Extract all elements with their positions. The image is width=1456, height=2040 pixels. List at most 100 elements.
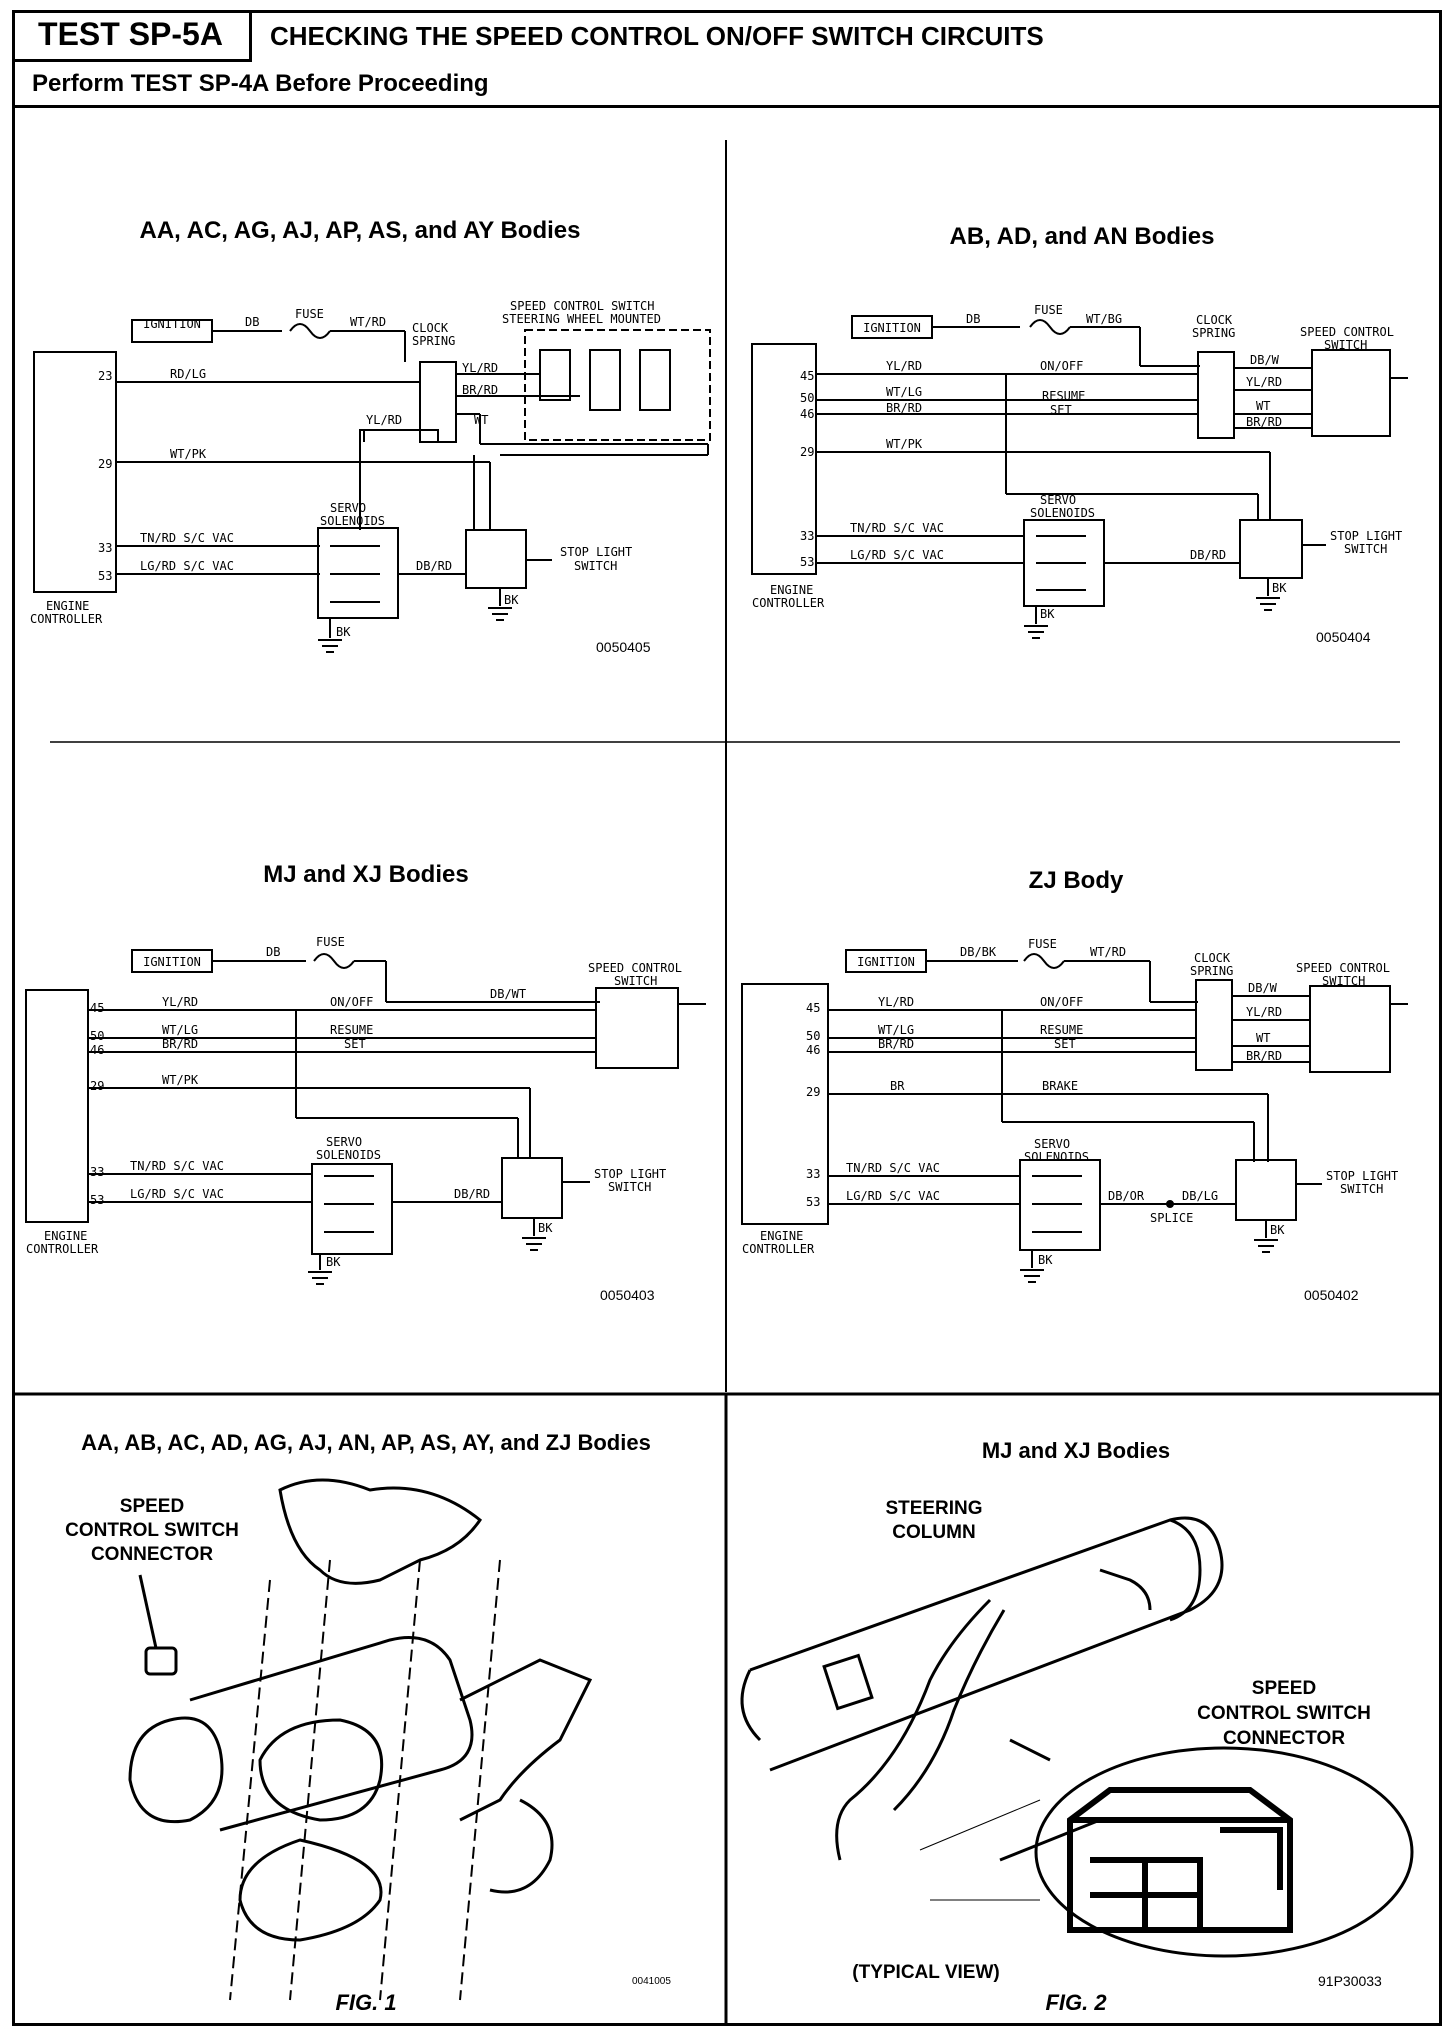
wire-label: BR/RD	[1246, 1049, 1282, 1063]
callout-label: CONTROL SWITCH	[1197, 1703, 1371, 1724]
ground-label: BK	[1040, 607, 1055, 621]
engine-controller-label: ENGINE	[44, 1229, 87, 1243]
wire-label: YL/RD	[1246, 375, 1282, 389]
wire-label: LG/RD S/C VAC	[130, 1187, 224, 1201]
steering-column-illustration	[740, 1516, 1224, 1862]
ignition-label: IGNITION	[143, 317, 201, 331]
wire-label: RD/LG	[170, 367, 206, 381]
engine-controller-label: CONTROLLER	[26, 1242, 99, 1256]
wire-label: LG/RD S/C VAC	[850, 548, 944, 562]
wire-label: WT	[1256, 1031, 1270, 1045]
diagram-title: ZJ Body	[1029, 867, 1124, 894]
connector-icon	[1067, 1787, 1293, 1933]
wire-label: DB/RD	[416, 559, 452, 573]
ground-label: BK	[1270, 1223, 1285, 1237]
wire-label: WT/PK	[162, 1073, 199, 1087]
clock-spring-label: CLOCK	[412, 321, 449, 335]
pin-number: 53	[806, 1195, 820, 1209]
switch-label: SWITCH	[1324, 338, 1367, 352]
wire-label: DB/RD	[1190, 548, 1226, 562]
callout-label: STEERING	[885, 1498, 982, 1519]
engine-controller-label: CONTROLLER	[30, 612, 103, 626]
ground-label: BK	[1038, 1253, 1053, 1267]
wire-label: WT/BG	[1086, 312, 1122, 326]
engine-controller-box	[33, 351, 117, 593]
wire-label: YL/RD	[462, 361, 498, 375]
clock-spring-box	[1195, 979, 1233, 1071]
pin-number: 50	[806, 1029, 820, 1043]
wire-label: WT	[1256, 399, 1270, 413]
pin-number: 50	[800, 391, 814, 405]
typical-view-label: (TYPICAL VIEW)	[852, 1962, 999, 1983]
pin-number: 53	[98, 569, 112, 583]
wire-label: DB/W	[1248, 981, 1278, 995]
wire-label: WT/LG	[162, 1023, 198, 1037]
wire-label: DB	[966, 312, 980, 326]
servo-label: SERVO	[1040, 493, 1076, 507]
servo-label: SOLENOIDS	[1030, 506, 1095, 520]
diagram-ref: 0050404	[1316, 629, 1371, 645]
diagram-ref: 0050405	[596, 639, 651, 655]
clock-spring-label: SPRING	[1192, 326, 1235, 340]
wire-label: RESUME	[1040, 1023, 1083, 1037]
wire-label: WT/RD	[1090, 945, 1126, 959]
engine-controller-box	[741, 983, 829, 1225]
callout-label: SPEED	[1252, 1678, 1316, 1699]
wire-label: YL/RD	[1246, 1005, 1282, 1019]
connector-detail-circle	[1034, 1746, 1414, 1958]
wire-label: ON/OFF	[1040, 995, 1083, 1009]
ground-label: BK	[1272, 581, 1287, 595]
switch-label: SPEED CONTROL	[1300, 325, 1394, 339]
diagram-zj: ZJ Body	[741, 867, 1408, 1303]
servo-label: SERVO	[330, 501, 366, 515]
wire-label: DB/BK	[960, 945, 997, 959]
engine-controller-label: ENGINE	[760, 1229, 803, 1243]
figure-caption: FIG. 1	[335, 1990, 396, 2015]
wire-label: TN/RD S/C VAC	[850, 521, 944, 535]
figure-caption: FIG. 2	[1045, 1990, 1107, 2015]
leader-line	[919, 1799, 1041, 1851]
wire-label: SET	[1050, 403, 1072, 417]
callout-label: CONTROL SWITCH	[65, 1520, 239, 1541]
pin-number: 29	[800, 445, 814, 459]
wire-label: LG/RD S/C VAC	[846, 1189, 940, 1203]
wire-label: WT/LG	[886, 385, 922, 399]
pin-number: 50	[90, 1029, 104, 1043]
speed-control-switch-box	[1309, 985, 1391, 1073]
wire-label: BRAKE	[1042, 1079, 1078, 1093]
wire-label: BR	[890, 1079, 905, 1093]
engine-controller-label: CONTROLLER	[752, 596, 825, 610]
wire-label: RESUME	[330, 1023, 373, 1037]
wire-label: BR/RD	[878, 1037, 914, 1051]
clock-spring-box	[1197, 351, 1235, 439]
pin-number: 33	[800, 529, 814, 543]
servo-solenoids-box	[311, 1163, 393, 1255]
ground-label: BK	[504, 593, 519, 607]
stop-light-switch-box	[1235, 1159, 1297, 1221]
stop-light-label: STOP LIGHT	[594, 1167, 666, 1181]
servo-label: SOLENOIDS	[1024, 1150, 1089, 1164]
clock-spring-label: CLOCK	[1196, 313, 1233, 327]
servo-label: SOLENOIDS	[320, 514, 385, 528]
pin-number: 53	[800, 555, 814, 569]
engine-controller-label: ENGINE	[46, 599, 89, 613]
wire-label: TN/RD S/C VAC	[130, 1159, 224, 1173]
servo-label: SERVO	[1034, 1137, 1070, 1151]
engine-controller-box	[25, 989, 89, 1223]
diagram-title: AA, AC, AG, AJ, AP, AS, and AY Bodies	[140, 217, 581, 244]
diagram-mj-xj: MJ and XJ Bodies	[25, 861, 706, 1303]
speed-control-switch-box	[524, 329, 711, 441]
pin-number: 29	[90, 1079, 104, 1093]
wire-label: DB/OR	[1108, 1189, 1145, 1203]
pin-number: 33	[90, 1165, 104, 1179]
switch-label: SPEED CONTROL	[1296, 961, 1390, 975]
page-subtitle: Perform TEST SP-4A Before Proceeding	[12, 62, 1442, 108]
callout-label: CONNECTOR	[91, 1544, 213, 1565]
figure-ref: 91P30033	[1318, 1973, 1382, 1989]
servo-label: SOLENOIDS	[316, 1148, 381, 1162]
figure-ref: 0041005	[632, 1976, 671, 1987]
wire-label: DB	[266, 945, 280, 959]
switch-label: SPEED CONTROL SWITCH	[510, 299, 655, 313]
clock-spring-label: CLOCK	[1194, 951, 1231, 965]
